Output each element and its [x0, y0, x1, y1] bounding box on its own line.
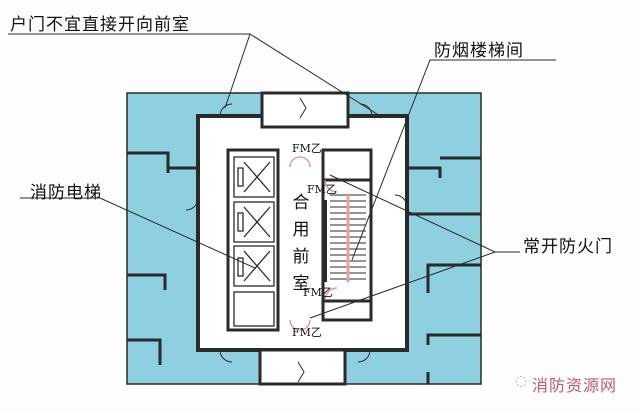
- partition-walls: [127, 151, 481, 384]
- room-char: 前: [292, 247, 310, 267]
- fire-doors: [289, 156, 338, 331]
- label-fire-door: 常开防火门: [523, 237, 613, 257]
- leader-lines: [8, 33, 556, 319]
- wechat-icon: ◌: [515, 373, 528, 389]
- bottom-service-room: [258, 348, 347, 386]
- door-code: FM乙: [307, 183, 337, 196]
- door-code: FM乙: [292, 142, 322, 155]
- apartment-doors: [185, 103, 408, 363]
- label-door-note: 户门不宜直接开向前室: [10, 15, 190, 35]
- watermark: 消防资源网: [532, 376, 618, 395]
- room-char: 用: [292, 220, 310, 240]
- elevator-shafts: [233, 156, 275, 327]
- room-char: 合: [292, 193, 310, 213]
- label-smokeproof-stair: 防烟楼梯间: [434, 41, 524, 61]
- label-fire-elevator: 消防电梯: [30, 183, 102, 203]
- shared-anteroom-label: 合 用 前 室: [291, 190, 311, 298]
- door-code: FM乙: [292, 326, 322, 339]
- room-char: 室: [292, 274, 310, 294]
- door-code: FM乙: [303, 286, 333, 299]
